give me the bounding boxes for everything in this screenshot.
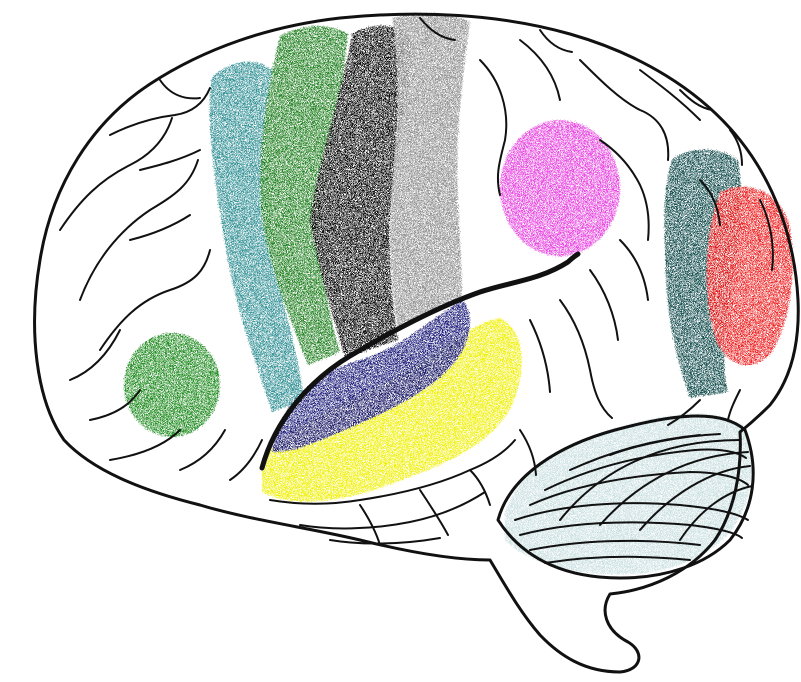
region-prefrontal-green <box>124 333 220 437</box>
region-gray-strip <box>390 13 470 330</box>
cerebellum-shading <box>505 414 752 574</box>
